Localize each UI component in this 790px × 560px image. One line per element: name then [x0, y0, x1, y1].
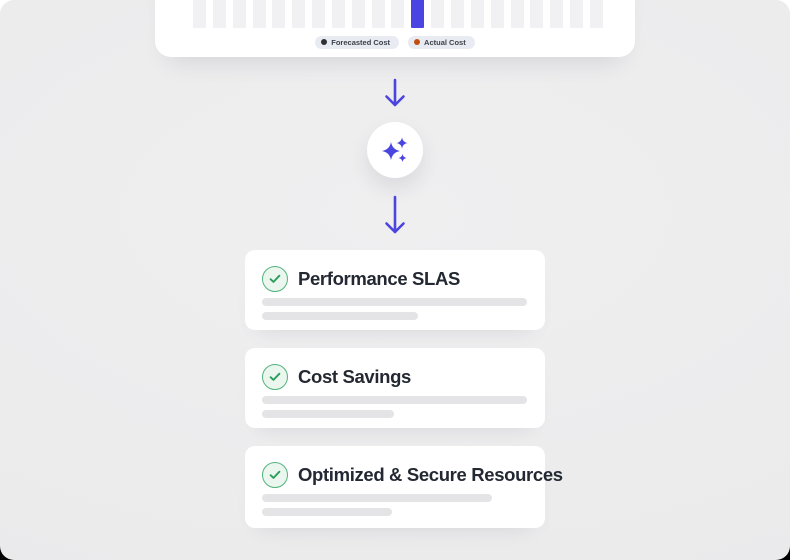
legend-item-forecasted-cost: Forecasted Cost	[315, 35, 400, 49]
flow-arrow-down-icon	[385, 78, 405, 107]
chart-legend: Forecasted Cost Actual Cost	[155, 35, 635, 49]
skeleton-line	[262, 508, 392, 516]
bar	[371, 0, 385, 28]
card-header: Performance SLAS	[262, 266, 528, 292]
forecasted-cost-dot-icon	[321, 39, 328, 46]
check-circle-icon	[262, 462, 288, 488]
bar	[530, 0, 544, 28]
bar	[490, 0, 504, 28]
card-title: Performance SLAS	[298, 268, 460, 289]
card-title: Cost Savings	[298, 366, 411, 387]
ai-sparkles-badge	[367, 122, 423, 178]
skeleton-line	[262, 494, 492, 502]
card-header: Optimized & Secure Resources	[262, 462, 563, 488]
skeleton-line	[262, 312, 418, 320]
skeleton-line	[262, 410, 394, 418]
bar	[232, 0, 246, 28]
result-card-performance-slas: Performance SLAS	[245, 250, 545, 330]
bar	[431, 0, 445, 28]
legend-item-actual-cost: Actual Cost	[408, 35, 475, 49]
result-card-optimized-secure-resources: Optimized & Secure Resources	[245, 446, 563, 528]
bar	[450, 0, 464, 28]
actual-cost-dot-icon	[414, 39, 421, 46]
forecast-chart-card: Forecasted Cost Actual Cost	[155, 0, 635, 57]
card-header: Cost Savings	[262, 364, 528, 390]
flow-arrow-down-icon	[385, 195, 405, 234]
result-card-cost-savings: Cost Savings	[245, 348, 545, 428]
bar	[470, 0, 484, 28]
bar	[550, 0, 564, 28]
bar	[331, 0, 345, 28]
bar	[312, 0, 326, 28]
check-circle-icon	[262, 364, 288, 390]
sparkles-icon	[382, 137, 408, 162]
bar	[212, 0, 226, 28]
bar	[391, 0, 405, 28]
skeleton-line	[262, 298, 527, 306]
bar	[510, 0, 524, 28]
bar-chart	[193, 0, 603, 28]
bar	[193, 0, 206, 28]
bar	[589, 0, 603, 28]
bar-highlighted	[411, 0, 425, 28]
bar	[252, 0, 266, 28]
bar	[272, 0, 286, 28]
bar	[351, 0, 365, 28]
bar	[292, 0, 306, 28]
bar	[570, 0, 584, 28]
card-title: Optimized & Secure Resources	[298, 464, 563, 485]
skeleton-line	[262, 396, 527, 404]
legend-label: Forecasted Cost	[331, 37, 391, 47]
legend-label: Actual Cost	[424, 37, 466, 47]
check-circle-icon	[262, 266, 288, 292]
